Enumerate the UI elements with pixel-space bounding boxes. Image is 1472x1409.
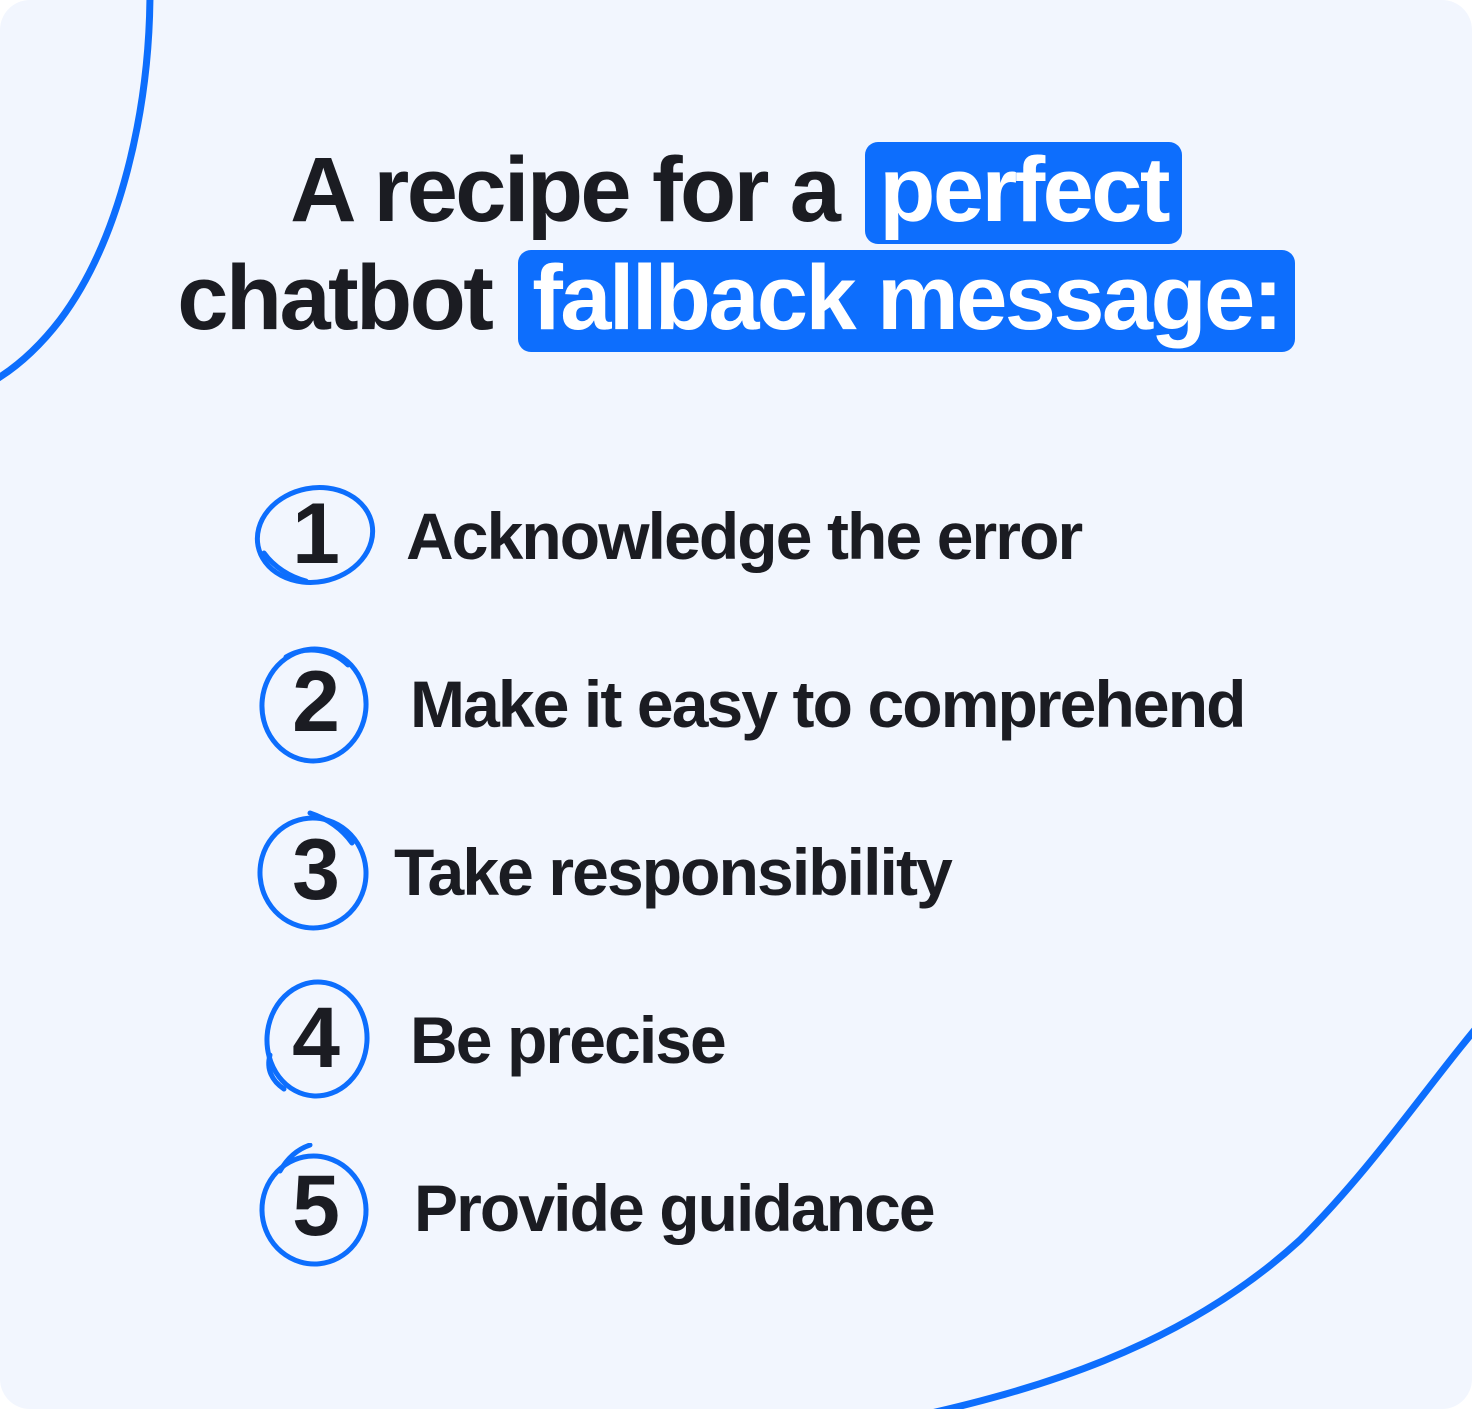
step-label: Be precise	[410, 1003, 727, 1077]
step-marker-5: 5	[250, 1143, 380, 1273]
list-item: 5 Provide guidance	[250, 1124, 1430, 1292]
step-marker-2: 2	[250, 639, 380, 769]
step-label: Provide guidance	[414, 1171, 936, 1245]
step-label: Take responsibility	[394, 835, 953, 909]
hand-drawn-circle-icon	[264, 979, 370, 1099]
hand-drawn-circle-icon	[257, 810, 369, 931]
hand-drawn-circle-icon	[259, 1143, 369, 1267]
step-marker-4: 4	[250, 975, 380, 1105]
step-number: 2	[292, 654, 340, 750]
list-item: 4 Be precise	[250, 956, 1430, 1124]
title-line-1: A recipe for a perfect	[0, 136, 1472, 244]
hand-drawn-circle-icon	[259, 646, 369, 764]
list-item: 1 Acknowledge the error	[250, 452, 1430, 620]
title-highlight-fallback-message: fallback message:	[518, 250, 1295, 352]
step-marker-1: 1	[250, 471, 380, 601]
step-number: 4	[292, 990, 340, 1086]
recipe-step-list: 1 Acknowledge the error 2 Make it easy t…	[250, 452, 1430, 1292]
step-label: Make it easy to comprehend	[410, 667, 1246, 741]
step-number: 3	[292, 822, 340, 918]
step-number: 5	[292, 1158, 340, 1254]
hand-drawn-circle-icon	[254, 485, 376, 585]
title-highlight-perfect: perfect	[865, 142, 1182, 244]
step-label: Acknowledge the error	[406, 499, 1083, 573]
step-number: 1	[292, 486, 340, 582]
list-item: 2 Make it easy to comprehend	[250, 620, 1430, 788]
title-line-2: chatbot fallback message:	[0, 244, 1472, 352]
page-title: A recipe for a perfect chatbot fallback …	[0, 136, 1472, 352]
list-item: 3 Take responsibility	[250, 788, 1430, 956]
title-line-2-plain: chatbot	[177, 247, 515, 349]
title-line-1-plain: A recipe for a	[290, 139, 862, 241]
step-marker-3: 3	[250, 807, 380, 937]
